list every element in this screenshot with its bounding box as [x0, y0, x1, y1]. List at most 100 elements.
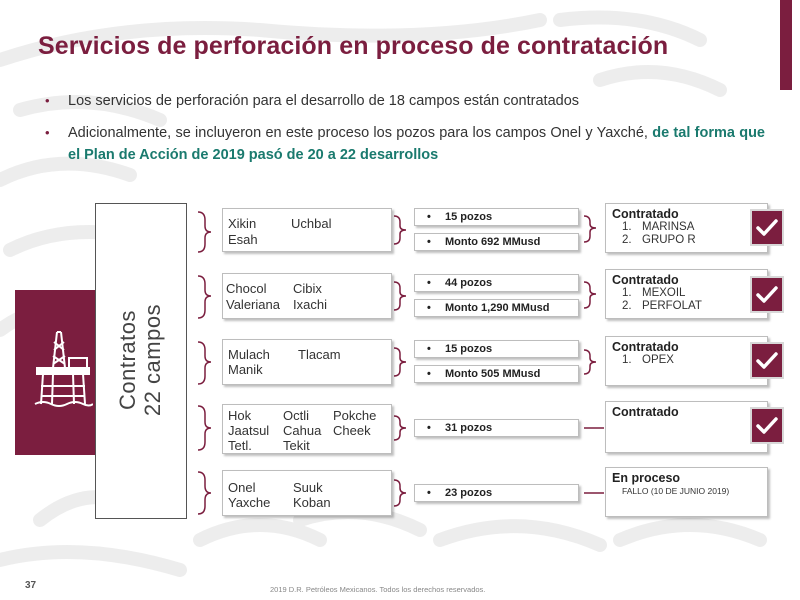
- contratos-label: Contratos 22 campos: [115, 210, 165, 510]
- status-title: Contratado: [612, 405, 679, 419]
- monto-pill: • Monto 692 MMusd: [414, 233, 579, 251]
- pill-text: Monto 505 MMusd: [445, 368, 541, 380]
- pill-text: Monto 692 MMusd: [445, 236, 541, 248]
- contractor-num: 2.: [622, 300, 632, 312]
- contractor-num: 1.: [622, 354, 632, 366]
- pozos-pill: • 31 pozos: [414, 419, 579, 437]
- monto-pill: • Monto 1,290 MMusd: [414, 299, 579, 317]
- pill-marker: •: [427, 211, 431, 223]
- status-title: En proceso: [612, 471, 681, 485]
- pill-text: 23 pozos: [445, 487, 493, 499]
- check-icon: [756, 286, 778, 303]
- pozos-pill: • 44 pozos: [414, 274, 579, 292]
- campo-name: Suuk: [293, 480, 323, 495]
- campo-name: Hok: [228, 408, 252, 423]
- campo-name: Ixachi: [293, 297, 327, 312]
- bullet-marker: •: [45, 93, 50, 108]
- campos-group-4: Hok Octli Pokche Jaatsul Cahua Cheek Tet…: [222, 404, 392, 454]
- campo-name: Chocol: [226, 281, 267, 296]
- bullet-item: • Los servicios de perforación para el d…: [45, 90, 765, 112]
- pill-marker: •: [427, 302, 431, 314]
- status-title: Contratado: [612, 340, 679, 354]
- accent-bar: [780, 0, 792, 90]
- pozos-pill: • 15 pozos: [414, 340, 579, 358]
- pill-text: 15 pozos: [445, 211, 493, 223]
- status-card-4: Contratado: [605, 401, 768, 453]
- campos-group-5: Onel Suuk Yaxche Koban: [222, 470, 392, 516]
- contractor-name: MARINSA: [642, 221, 695, 233]
- pill-marker: •: [427, 422, 431, 434]
- contractor-item: 1. MARINSA: [612, 221, 761, 234]
- campo-name: Cheek: [333, 423, 371, 438]
- pill-marker: •: [427, 236, 431, 248]
- contractor-name: GRUPO R: [642, 234, 696, 246]
- page-number: 37: [25, 580, 37, 591]
- pill-text: 44 pozos: [445, 277, 493, 289]
- contractor-num: 1.: [622, 287, 632, 299]
- contratos-line1: Contratos: [115, 310, 140, 410]
- campo-name: Esah: [228, 232, 258, 247]
- campo-name: Onel: [228, 480, 256, 495]
- pozos-pill: • 23 pozos: [414, 484, 579, 502]
- contratos-line2: 22 campos: [140, 303, 165, 417]
- contratos-box: [95, 203, 187, 519]
- campo-name: Valeriana: [226, 297, 280, 312]
- bullet-highlight: de tal forma que el Plan de Acción de 20…: [68, 125, 765, 163]
- contractor-name: MEXOIL: [642, 287, 686, 299]
- status-note: FALLO (10 DE JUNIO 2019): [622, 486, 730, 496]
- campo-name: Xikin: [228, 216, 257, 231]
- campo-name: Octli: [283, 408, 309, 423]
- pill-marker: •: [427, 343, 431, 355]
- contractor-name: PERFOLAT: [642, 300, 702, 312]
- campo-name: Manik: [228, 362, 263, 377]
- status-card-3: Contratado 1. OPEX: [605, 336, 768, 386]
- status-title: Contratado: [612, 273, 679, 287]
- campos-group-1: Xikin Uchbal Esah: [222, 208, 392, 252]
- contracted-check-3: [750, 342, 784, 379]
- pill-text: Monto 1,290 MMusd: [445, 302, 550, 314]
- check-icon: [756, 417, 778, 434]
- contractor-num: 1.: [622, 221, 632, 233]
- rig-tile: [15, 290, 108, 455]
- bullet-marker: •: [45, 125, 50, 140]
- check-icon: [756, 219, 778, 236]
- campo-name: Uchbal: [291, 216, 332, 231]
- contractor-name: OPEX: [642, 354, 674, 366]
- campo-name: Tekit: [283, 438, 310, 453]
- campo-name: Yaxche: [228, 495, 271, 510]
- bullet-item: • Adicionalmente, se incluyeron en este …: [45, 122, 765, 166]
- contractor-item: 2. PERFOLAT: [612, 300, 761, 313]
- contractor-num: 2.: [622, 234, 632, 246]
- campo-name: Koban: [293, 495, 331, 510]
- campo-name: Tetl.: [228, 438, 252, 453]
- contracted-check-1: [750, 209, 784, 246]
- pill-marker: •: [427, 277, 431, 289]
- campo-name: Cibix: [293, 281, 322, 296]
- pill-marker: •: [427, 487, 431, 499]
- campos-group-3: Mulach Tlacam Manik: [222, 339, 392, 385]
- campo-name: Jaatsul: [228, 423, 270, 438]
- campo-name: Cahua: [283, 423, 322, 438]
- bullet-list: • Los servicios de perforación para el d…: [45, 90, 765, 176]
- check-icon: [756, 352, 778, 369]
- status-card-2: Contratado 1. MEXOIL 2. PERFOLAT: [605, 269, 768, 319]
- monto-pill: •Monto 505 MMusd: [414, 365, 579, 383]
- bullet-text: Adicionalmente, se incluyeron en este pr…: [68, 125, 653, 141]
- copyright-notice: 2019 D.R. Petróleos Mexicanos. Todos los…: [270, 585, 486, 594]
- campo-name: Mulach: [228, 347, 270, 362]
- oil-rig-icon: [34, 331, 93, 407]
- campos-group-2: Chocol Cibix Valeriana Ixachi: [222, 273, 392, 319]
- campo-name: Tlacam: [298, 347, 341, 362]
- contractor-item: 1. MEXOIL: [612, 287, 761, 300]
- pill-text: 15 pozos: [445, 343, 493, 355]
- bullet-text: Los servicios de perforación para el des…: [68, 93, 580, 109]
- page-title: Servicios de perforación en proceso de c…: [38, 32, 669, 60]
- pozos-pill: • 15 pozos: [414, 208, 579, 226]
- contractor-item: 1. OPEX: [612, 354, 761, 367]
- contracted-check-2: [750, 276, 784, 313]
- campo-name: Pokche: [333, 408, 377, 423]
- pill-text: 31 pozos: [445, 422, 493, 434]
- contractor-item: 2. GRUPO R: [612, 234, 761, 247]
- status-card-5: En proceso FALLO (10 DE JUNIO 2019): [605, 467, 768, 517]
- contracted-check-4: [750, 407, 784, 444]
